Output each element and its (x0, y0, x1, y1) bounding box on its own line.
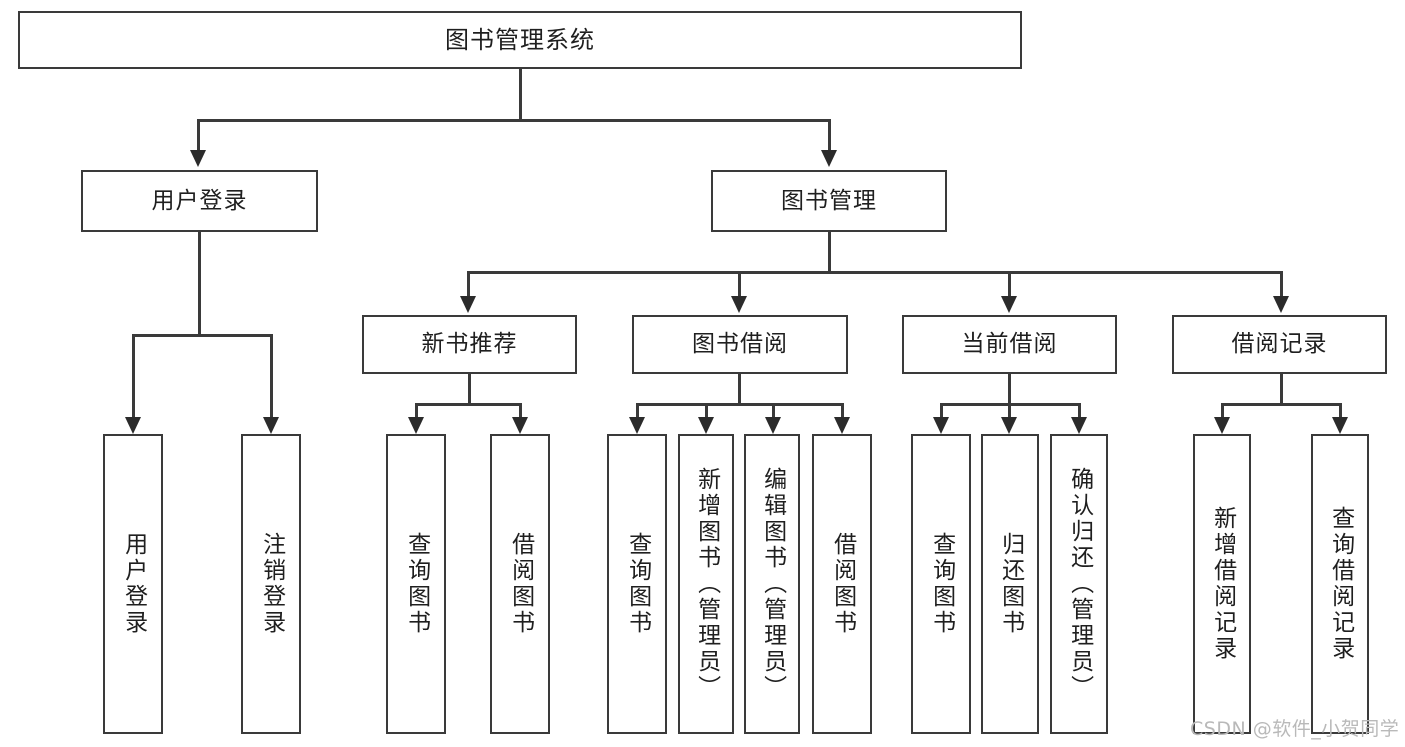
csdn-watermark: CSDN @软件_小贺同学 (1190, 718, 1400, 740)
edge-recommend-bus (416, 403, 521, 406)
edge-book-mgmt-drop-4 (1280, 271, 1283, 297)
arrowhead-leaf-borrow-book-2 (834, 417, 850, 434)
node-leaf-query-book-2[interactable]: 查询图书 (607, 434, 667, 734)
node-leaf-edit-book[interactable]: 编辑图书（管理员） (744, 434, 800, 734)
edge-borrow-drop-2 (705, 403, 708, 418)
arrowhead-borrow-record (1273, 296, 1289, 313)
node-label: 图书管理 (781, 187, 877, 214)
node-label: 借阅图书 (507, 532, 534, 636)
edge-root-bus (198, 119, 831, 122)
node-label: 用户登录 (151, 187, 248, 214)
node-label: 查询图书 (403, 532, 430, 636)
node-leaf-borrow-book-2[interactable]: 借阅图书 (812, 434, 872, 734)
arrowhead-leaf-user-login (125, 417, 141, 434)
edge-book-mgmt-drop-2 (738, 271, 741, 297)
edge-book-mgmt-drop-1 (467, 271, 470, 297)
arrowhead-leaf-logout-login (263, 417, 279, 434)
node-label: 注销登录 (258, 532, 285, 636)
edge-current-drop-3 (1078, 403, 1081, 418)
node-label: 查询图书 (624, 532, 651, 636)
node-new-book-recommend[interactable]: 新书推荐 (362, 315, 577, 374)
edge-recommend-stem (468, 374, 471, 404)
node-user-login[interactable]: 用户登录 (81, 170, 318, 232)
node-leaf-query-record[interactable]: 查询借阅记录 (1311, 434, 1369, 734)
edge-borrow-drop-3 (772, 403, 775, 418)
edge-recommend-drop-2 (519, 403, 522, 418)
node-leaf-return-book[interactable]: 归还图书 (981, 434, 1039, 734)
node-leaf-add-book[interactable]: 新增图书（管理员） (678, 434, 734, 734)
node-book-management[interactable]: 图书管理 (711, 170, 947, 232)
edge-current-drop-1 (940, 403, 943, 418)
node-label: 图书借阅 (692, 331, 788, 358)
edge-book-mgmt-stem (828, 232, 831, 272)
edge-current-bus (941, 403, 1080, 406)
node-label: 查询借阅记录 (1327, 506, 1354, 662)
edge-borrow-drop-1 (636, 403, 639, 418)
edge-book-mgmt-bus (468, 271, 1283, 274)
edge-root-drop-2 (828, 119, 831, 151)
edge-record-drop-1 (1221, 403, 1224, 418)
edge-record-drop-2 (1339, 403, 1342, 418)
edge-recommend-drop-1 (415, 403, 418, 418)
edge-book-mgmt-drop-3 (1008, 271, 1011, 297)
node-label: 当前借阅 (961, 331, 1058, 358)
edge-root-stem (519, 69, 522, 120)
edge-borrow-stem (738, 374, 741, 404)
arrowhead-current-borrow (1001, 296, 1017, 313)
edge-record-stem (1280, 374, 1283, 404)
arrowhead-leaf-query-book-3 (933, 417, 949, 434)
node-leaf-query-book-3[interactable]: 查询图书 (911, 434, 971, 734)
arrowhead-leaf-query-book-1 (408, 417, 424, 434)
node-leaf-add-record[interactable]: 新增借阅记录 (1193, 434, 1251, 734)
arrowhead-leaf-add-record (1214, 417, 1230, 434)
node-borrow-record[interactable]: 借阅记录 (1172, 315, 1387, 374)
node-label: 归还图书 (997, 532, 1024, 636)
arrowhead-leaf-edit-book (765, 417, 781, 434)
node-current-borrow[interactable]: 当前借阅 (902, 315, 1117, 374)
node-leaf-query-book-1[interactable]: 查询图书 (386, 434, 446, 734)
arrowhead-leaf-return-book (1001, 417, 1017, 434)
arrowhead-leaf-query-book-2 (629, 417, 645, 434)
node-leaf-borrow-book-1[interactable]: 借阅图书 (490, 434, 550, 734)
node-label: 借阅图书 (829, 532, 856, 636)
edge-current-drop-2 (1008, 403, 1011, 418)
arrowhead-leaf-query-record (1332, 417, 1348, 434)
arrowhead-book-borrow (731, 296, 747, 313)
arrowhead-user-login (190, 150, 206, 167)
edge-user-login-drop-1 (132, 334, 135, 418)
node-label: 图书管理系统 (445, 26, 595, 54)
edge-user-login-stem (198, 232, 201, 336)
node-leaf-logout-login[interactable]: 注销登录 (241, 434, 301, 734)
edge-borrow-bus (637, 403, 843, 406)
arrowhead-book-management (821, 150, 837, 167)
edge-current-stem (1008, 374, 1011, 404)
node-leaf-confirm-return[interactable]: 确认归还（管理员） (1050, 434, 1108, 734)
node-label: 新增借阅记录 (1209, 506, 1236, 662)
arrowhead-leaf-confirm-return (1071, 417, 1087, 434)
arrowhead-new-book-recommend (460, 296, 476, 313)
node-label: 借阅记录 (1231, 331, 1328, 358)
node-label: 新增图书（管理员） (693, 467, 720, 701)
arrowhead-leaf-borrow-book-1 (512, 417, 528, 434)
edge-record-bus (1222, 403, 1341, 406)
node-label: 编辑图书（管理员） (759, 467, 786, 701)
node-label: 确认归还（管理员） (1066, 467, 1093, 701)
node-label: 新书推荐 (421, 331, 518, 358)
node-root-system[interactable]: 图书管理系统 (18, 11, 1022, 69)
edge-user-login-drop-2 (270, 334, 273, 418)
arrowhead-leaf-add-book (698, 417, 714, 434)
edge-root-drop-1 (197, 119, 200, 151)
node-leaf-user-login[interactable]: 用户登录 (103, 434, 163, 734)
node-label: 用户登录 (120, 532, 147, 636)
edge-borrow-drop-4 (841, 403, 844, 418)
node-label: 查询图书 (928, 532, 955, 636)
edge-user-login-bus (133, 334, 272, 337)
node-book-borrow[interactable]: 图书借阅 (632, 315, 848, 374)
